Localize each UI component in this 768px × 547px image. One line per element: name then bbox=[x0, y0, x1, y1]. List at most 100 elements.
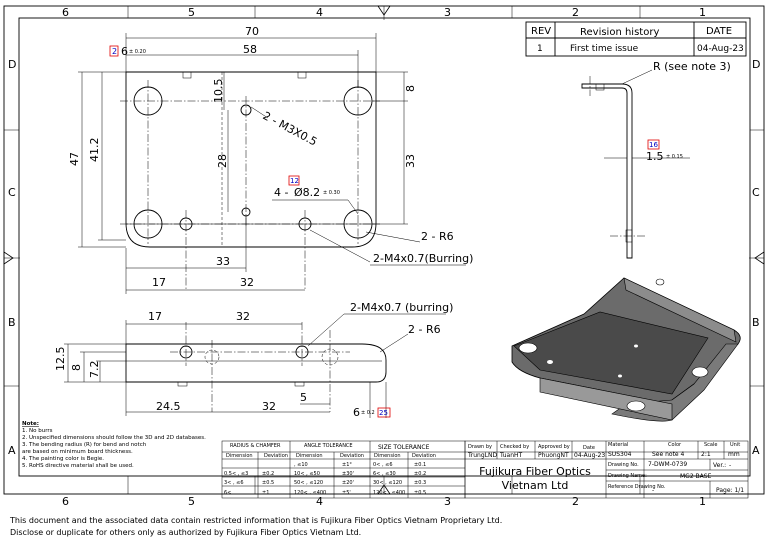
note-line-6: 5. RoHS directive material shall be used… bbox=[22, 463, 134, 469]
thickness-tolerance: ± 0.15 bbox=[666, 154, 683, 160]
size-col-dim: Dimension bbox=[374, 453, 401, 459]
angle-col-dim: Dimension bbox=[296, 453, 323, 459]
angle-row-2-dim: 10< , ≤50 bbox=[294, 471, 320, 477]
note-line-1: 1. No burrs bbox=[22, 428, 53, 434]
dim-41-2: 41.2 bbox=[88, 138, 101, 163]
reference-no: - bbox=[652, 487, 654, 494]
front-dim-6-mark: 25 bbox=[379, 409, 388, 417]
scale: 2:1 bbox=[701, 451, 711, 458]
reference-label: Reference Drawing No. bbox=[608, 484, 666, 490]
zone-bottom-2: 5 bbox=[188, 495, 195, 508]
note-line-3: 3. The bending radius (R) for bend and n… bbox=[22, 442, 147, 448]
revision-table: REV Revision history DATE 1 First time i… bbox=[525, 21, 747, 57]
thickness-mark: 16 bbox=[649, 141, 658, 149]
size-row-2-dim: 6< , ≤30 bbox=[373, 471, 396, 477]
scale-label: Scale bbox=[704, 442, 717, 448]
checked-by: TuanHT bbox=[499, 452, 523, 459]
notes-block: Note: 1. No burrs 2. Unspecified dimensi… bbox=[22, 421, 206, 469]
size-table-title: SIZE TOLERANCE bbox=[378, 444, 430, 451]
company-name-line-2: Vietnam Ltd bbox=[502, 479, 569, 492]
thickness-dim: 1.5 bbox=[646, 150, 664, 163]
angle-row-2-dev: ±30' bbox=[342, 471, 354, 477]
top-view: 70 58 2 6 ± 0.20 47 41.2 10.5 28 8 33 bbox=[68, 25, 473, 294]
note-line-4: are based on minimum board thickness. bbox=[22, 449, 133, 455]
checked-by-label: Checked by bbox=[500, 444, 529, 450]
radius-row-1-dim: 0.5< , ≤3 bbox=[224, 471, 248, 477]
unit-label: Unit bbox=[730, 442, 740, 448]
hole-count: 4 - bbox=[274, 186, 288, 199]
front-dim-32-top: 32 bbox=[236, 310, 250, 323]
angle-table-title: ANGLE TOLERANCE bbox=[304, 443, 353, 449]
title-block: Drawn by Checked by Approved by Date Mat… bbox=[464, 440, 749, 499]
plate-outline bbox=[125, 71, 377, 248]
radius-row-3-dim: 6< bbox=[224, 490, 231, 496]
drawn-by: TrungLND bbox=[467, 452, 497, 459]
hole-diameter: Ø8.2 bbox=[294, 186, 320, 199]
zone-top-5: 2 bbox=[572, 6, 579, 19]
date-label: Date bbox=[583, 445, 595, 451]
dim-6-tolerance: ± 0.20 bbox=[129, 49, 146, 55]
dim-33-vertical: 33 bbox=[404, 154, 417, 168]
bent-profile bbox=[581, 83, 633, 259]
hole-mark: 12 bbox=[290, 177, 299, 185]
dim-17: 17 bbox=[152, 276, 166, 289]
page-number: Page: 1/1 bbox=[716, 487, 744, 494]
radius-callout-top: 2 - R6 bbox=[421, 230, 454, 243]
side-view: R (see note 3) 16 1.5 ± 0.15 bbox=[581, 60, 731, 259]
front-view: 17 32 2-M4x0.7 (burring) 2 - R6 12.5 8 7… bbox=[54, 301, 453, 419]
radius-col-dev: Deviation bbox=[264, 453, 288, 459]
radius-col-dim: Dimension bbox=[226, 453, 253, 459]
front-dim-6-tolerance: ± 0.2 bbox=[361, 410, 375, 416]
zone-right-b: B bbox=[752, 316, 760, 329]
drawn-by-label: Drawn by bbox=[468, 444, 492, 450]
zone-right-c: C bbox=[752, 186, 760, 199]
disclaimer-line-1: This document and the associated data co… bbox=[10, 516, 503, 525]
rev-description: First time issue bbox=[570, 44, 639, 54]
size-row-4-dev: ±0.5 bbox=[414, 490, 426, 496]
rev-date: 04-Aug-23 bbox=[697, 44, 744, 54]
dim-70: 70 bbox=[245, 25, 259, 38]
note-line-5: 4. The painting color is Begie. bbox=[22, 456, 104, 462]
note-line-2: 2. Unspecified dimensions should follow … bbox=[22, 435, 206, 441]
dim-33-horizontal: 33 bbox=[216, 255, 230, 268]
front-dim-17: 17 bbox=[148, 310, 162, 323]
front-dim-6: 6 bbox=[353, 406, 360, 419]
radius-table-title: RADIUS & CHAMFER bbox=[230, 443, 281, 449]
color-note: See note 4 bbox=[652, 451, 685, 458]
front-dim-12-5: 12.5 bbox=[54, 347, 67, 372]
unit: mm bbox=[728, 451, 740, 458]
hole-tolerance: ± 0.30 bbox=[323, 190, 340, 196]
outer-frame bbox=[3, 5, 765, 495]
radius-row-3-dev: ±1 bbox=[262, 490, 269, 496]
radius-row-2-dim: 3< , ≤6 bbox=[224, 480, 244, 486]
rev-date-header: DATE bbox=[706, 26, 732, 37]
dim-8-right: 8 bbox=[404, 85, 417, 92]
version-label: Ver.: bbox=[713, 462, 726, 469]
size-col-dev: Deviation bbox=[412, 453, 436, 459]
material: SUS304 bbox=[608, 451, 632, 458]
angle-row-1-dev: ±1° bbox=[342, 462, 352, 468]
zone-left-a: A bbox=[8, 444, 16, 457]
drawing-no-label: Drawing No. bbox=[608, 462, 639, 468]
zone-top-2: 5 bbox=[188, 6, 195, 19]
front-outline bbox=[125, 343, 387, 383]
color-label: Color bbox=[668, 442, 682, 448]
dim-6: 6 bbox=[121, 45, 128, 58]
zone-left-b: B bbox=[8, 316, 16, 329]
m4-callout-top: 2-M4x0.7(Burring) bbox=[373, 252, 473, 265]
dim-32: 32 bbox=[240, 276, 254, 289]
front-dim-24-5: 24.5 bbox=[156, 400, 181, 413]
angle-row-4-dev: ±5' bbox=[342, 490, 351, 496]
material-label: Material bbox=[608, 442, 628, 448]
radius-row-2-dev: ±0.5 bbox=[262, 480, 274, 486]
dim-28: 28 bbox=[216, 154, 229, 168]
front-dim-7-2: 7.2 bbox=[88, 361, 101, 379]
zone-top-6: 1 bbox=[699, 6, 706, 19]
zone-bottom-3: 4 bbox=[316, 495, 323, 508]
dim-47: 47 bbox=[68, 152, 81, 166]
m4-callout-front: 2-M4x0.7 (burring) bbox=[350, 301, 453, 314]
zone-bottom-5: 2 bbox=[572, 495, 579, 508]
size-row-4-dim: 120< , ≤400 bbox=[373, 490, 405, 496]
